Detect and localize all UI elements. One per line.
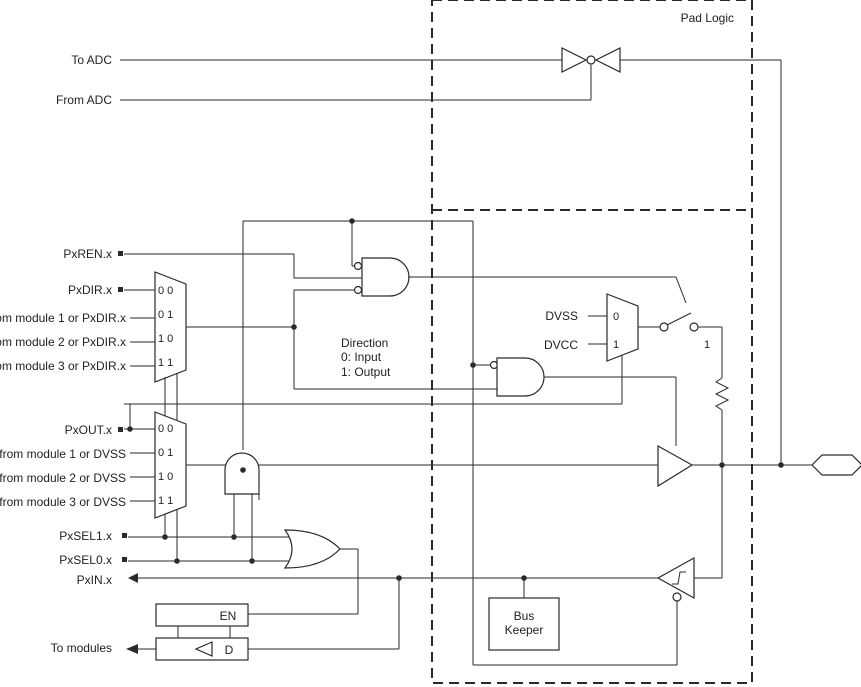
out-mux-sel-10: 1 0 — [158, 471, 173, 483]
switch-on-label: 1 — [704, 339, 710, 351]
dir-mux-sel-00: 0 0 — [158, 285, 173, 297]
latch-clock-icon — [194, 641, 213, 657]
bus-keeper-line1: Bus — [514, 609, 535, 623]
and-gate-resistor-enable — [361, 257, 410, 297]
pxout-label: PxOUT.x — [65, 423, 112, 437]
latch-d-label: D — [225, 643, 234, 657]
direction-mux — [154, 271, 187, 383]
from-adc-label: From ADC — [56, 93, 112, 107]
out-module3-label: from module 3 or DVSS — [0, 495, 126, 509]
pxout-pin — [118, 427, 123, 432]
to-adc-label: To ADC — [71, 53, 112, 67]
to-modules-arrow-icon — [126, 644, 138, 654]
dvss-label: DVSS — [545, 309, 578, 323]
pad-logic-label: Pad Logic — [681, 11, 734, 25]
schmitt-trigger-icon — [656, 556, 695, 600]
pxdir-label: PxDIR.x — [68, 283, 112, 297]
supply-mux-in1: 1 — [613, 339, 619, 351]
pullup-switch-icon — [659, 312, 699, 332]
out-mux-sel-01: 0 1 — [158, 447, 173, 459]
dir-mux-sel-10: 1 0 — [158, 333, 173, 345]
pxdir-pin — [118, 287, 123, 292]
enable-bubble-icon — [672, 592, 682, 602]
latch-en-label: EN — [220, 609, 237, 623]
and-gate-output-enable — [496, 357, 545, 397]
pxin-label: PxIN.x — [77, 573, 112, 587]
dvcc-label: DVCC — [544, 338, 578, 352]
pullup-resistor-icon — [714, 377, 730, 411]
pxren-label: PxREN.x — [63, 247, 112, 261]
supply-mux-in0: 0 — [613, 311, 619, 323]
pxsel1-label: PxSEL1.x — [59, 529, 112, 543]
out-module2-label: from module 2 or DVSS — [0, 471, 126, 485]
dir-mux-sel-11: 1 1 — [158, 357, 173, 369]
or-gate-select — [283, 529, 341, 569]
direction-input: 0: Input — [341, 350, 382, 364]
dir-module2-label: from module 2 or PxDIR.x — [0, 335, 126, 349]
pxsel0-label: PxSEL0.x — [59, 553, 112, 567]
and-gate-select — [224, 452, 260, 495]
dir-mux-sel-01: 0 1 — [158, 309, 173, 321]
pxsel0-pin — [122, 557, 127, 562]
out-mux-sel-00: 0 0 — [158, 423, 173, 435]
supply-mux — [606, 293, 639, 362]
dir-module3-label: from module 3 or PxDIR.x — [0, 359, 126, 373]
latch-enable-box — [155, 603, 249, 627]
pad-logic-boundary — [431, 0, 753, 684]
bus-keeper-block — [488, 597, 560, 651]
io-pad-icon — [811, 454, 861, 476]
transmission-gate-icon — [561, 47, 621, 73]
to-modules-label: To modules — [51, 641, 112, 655]
output-buffer-icon — [657, 444, 694, 488]
out-mux-sel-11: 1 1 — [158, 495, 173, 507]
inverter-bubble-icon — [353, 261, 363, 271]
dir-module1-label: from module 1 or PxDIR.x — [0, 311, 126, 325]
direction-output: 1: Output — [341, 365, 391, 379]
out-module1-label: from module 1 or DVSS — [0, 447, 126, 461]
pxin-arrow-icon — [128, 573, 138, 583]
pxsel1-pin — [122, 533, 127, 538]
pxren-pin — [118, 251, 123, 256]
output-mux — [154, 411, 187, 519]
direction-title: Direction — [341, 336, 388, 350]
bus-keeper-line2: Keeper — [505, 623, 544, 637]
inverter-bubble-icon — [353, 285, 363, 295]
